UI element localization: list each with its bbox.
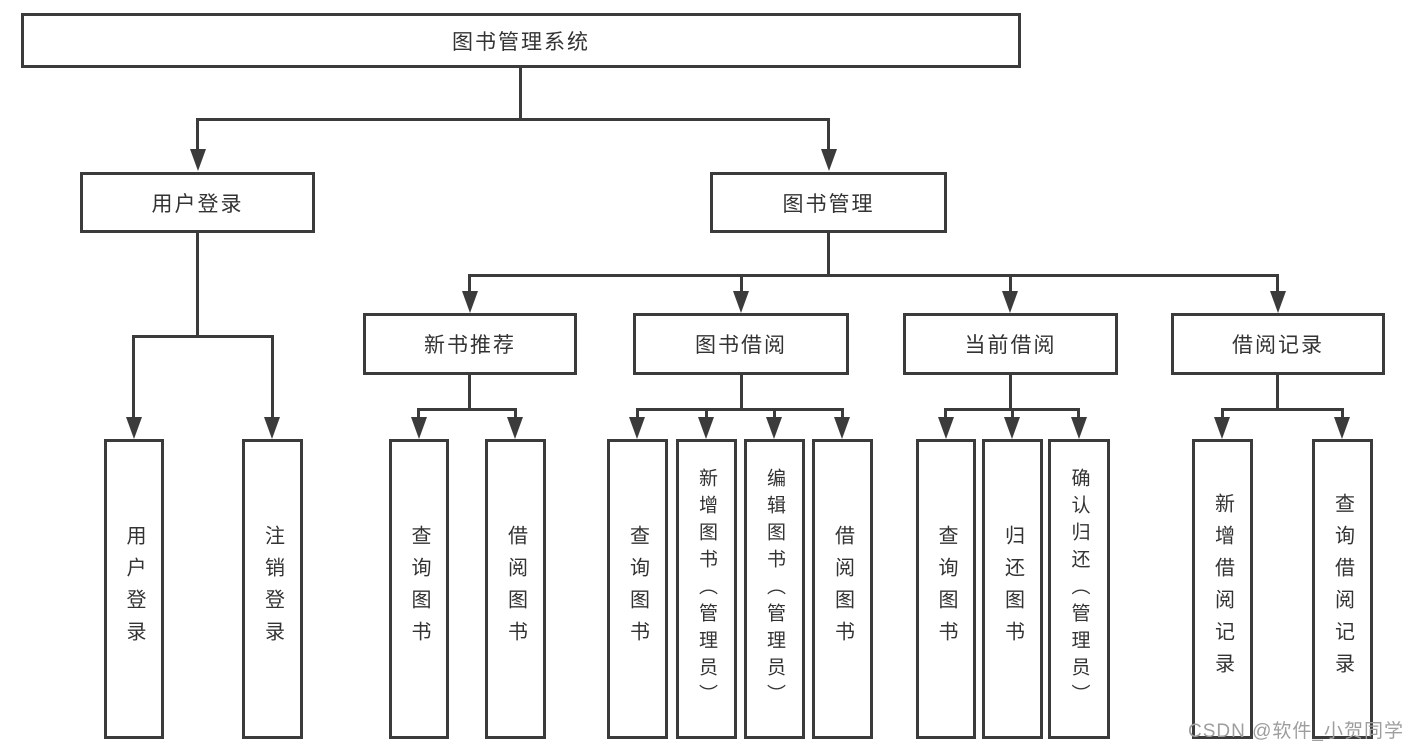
connector-drop	[1011, 408, 1014, 420]
node-book-management: 图书管理	[710, 172, 947, 233]
watermark: CSDN @软件_小贺同学	[1188, 721, 1404, 742]
arrow-down-icon	[462, 291, 478, 313]
leaf-confirm-return-admin: 确认归还（管理员）	[1048, 439, 1110, 739]
leaf-query-books-recommend: 查询图书	[389, 439, 449, 739]
connector-drop	[417, 408, 420, 420]
leaf-user-login-label: 用户登录	[123, 525, 145, 653]
arrow-down-icon	[1004, 417, 1020, 439]
connector-bus	[636, 408, 844, 411]
connector-stem	[740, 375, 743, 410]
leaf-query-borrow-record-label: 查询借阅记录	[1331, 493, 1354, 685]
arrow-down-icon	[264, 417, 280, 439]
arrow-down-icon	[733, 291, 749, 313]
leaf-add-borrow-record-label: 新增借阅记录	[1211, 493, 1234, 685]
node-book-management-label: 图书管理	[782, 192, 875, 216]
node-root-system: 图书管理系统	[21, 13, 1021, 68]
leaf-edit-book-admin-label: 编辑图书（管理员）	[764, 467, 785, 711]
leaf-add-book-admin-label: 新增图书（管理员）	[696, 467, 717, 711]
arrow-down-icon	[1270, 291, 1286, 313]
arrow-down-icon	[1214, 417, 1230, 439]
connector-drop	[773, 408, 776, 420]
connector-drop	[1341, 408, 1344, 420]
leaf-borrow-books-recommend-label: 借阅图书	[504, 525, 527, 653]
connector-stem	[1276, 375, 1279, 410]
node-new-book-recommend: 新书推荐	[363, 313, 577, 375]
arrow-down-icon	[1071, 417, 1087, 439]
leaf-user-login: 用户登录	[104, 439, 164, 739]
node-current-borrowing-label: 当前借阅	[964, 334, 1057, 357]
leaf-return-books-label: 归还图书	[1001, 525, 1024, 653]
node-borrowing-records: 借阅记录	[1171, 313, 1385, 375]
arrow-down-icon	[938, 417, 954, 439]
connector-drop	[514, 408, 517, 420]
leaf-add-borrow-record: 新增借阅记录	[1192, 439, 1253, 739]
node-new-book-recommend-label: 新书推荐	[424, 334, 516, 357]
connector-drop	[1009, 274, 1012, 294]
connector-drop	[468, 274, 471, 294]
node-borrowing-records-label: 借阅记录	[1232, 334, 1324, 357]
connector-drop	[705, 408, 708, 420]
node-user-login: 用户登录	[80, 172, 315, 233]
leaf-query-books-current: 查询图书	[916, 439, 976, 739]
leaf-query-books-borrowing: 查询图书	[607, 439, 668, 739]
connector-user-login-bus	[132, 335, 273, 338]
leaf-add-book-admin: 新增图书（管理员）	[676, 439, 737, 739]
arrow-down-icon	[629, 417, 645, 439]
connector-bus	[417, 408, 517, 411]
arrow-down-icon	[834, 417, 850, 439]
connector-drop	[1077, 408, 1080, 420]
leaf-query-books-borrowing-label: 查询图书	[626, 525, 649, 653]
connector-user-login-stem	[196, 233, 199, 337]
connector-book-management-stem	[827, 233, 830, 276]
leaf-logout-label: 注销登录	[261, 525, 284, 653]
node-book-borrowing: 图书借阅	[633, 313, 849, 375]
connector-drop	[132, 335, 135, 419]
arrow-down-icon	[126, 417, 142, 439]
node-root-label: 图书管理系统	[452, 30, 590, 54]
connector-level3-bus	[468, 274, 1279, 277]
node-current-borrowing: 当前借阅	[903, 313, 1118, 375]
connector-drop	[1276, 274, 1279, 294]
leaf-logout: 注销登录	[242, 439, 303, 739]
connector-drop	[841, 408, 844, 420]
arrow-down-icon	[190, 149, 206, 171]
connector-level1-bus	[196, 118, 830, 121]
arrow-down-icon	[766, 417, 782, 439]
leaf-query-books-recommend-label: 查询图书	[408, 525, 430, 653]
connector-drop	[827, 118, 830, 152]
arrow-down-icon	[1002, 291, 1018, 313]
connector-drop	[1221, 408, 1224, 420]
arrow-down-icon	[698, 417, 714, 439]
node-user-login-label: 用户登录	[151, 192, 244, 216]
node-book-borrowing-label: 图书借阅	[695, 334, 787, 357]
leaf-edit-book-admin: 编辑图书（管理员）	[744, 439, 805, 739]
leaf-return-books: 归还图书	[982, 439, 1043, 739]
connector-root-stem	[519, 68, 522, 120]
connector-stem	[1009, 375, 1012, 410]
connector-drop	[636, 408, 639, 420]
leaf-query-borrow-record: 查询借阅记录	[1312, 439, 1373, 739]
connector-drop	[271, 335, 274, 419]
connector-drop	[944, 408, 947, 420]
leaf-confirm-return-admin-label: 确认归还（管理员）	[1068, 467, 1090, 711]
arrow-down-icon	[1334, 417, 1350, 439]
connector-bus	[1221, 408, 1344, 411]
connector-drop	[196, 118, 199, 152]
leaf-borrow-books-recommend: 借阅图书	[485, 439, 546, 739]
arrow-down-icon	[411, 417, 427, 439]
connector-stem	[468, 375, 471, 410]
arrow-down-icon	[507, 417, 523, 439]
leaf-borrow-books-borrowing: 借阅图书	[812, 439, 873, 739]
arrow-down-icon	[821, 149, 837, 171]
leaf-query-books-current-label: 查询图书	[935, 525, 957, 653]
leaf-borrow-books-borrowing-label: 借阅图书	[831, 525, 854, 653]
connector-drop	[740, 274, 743, 294]
